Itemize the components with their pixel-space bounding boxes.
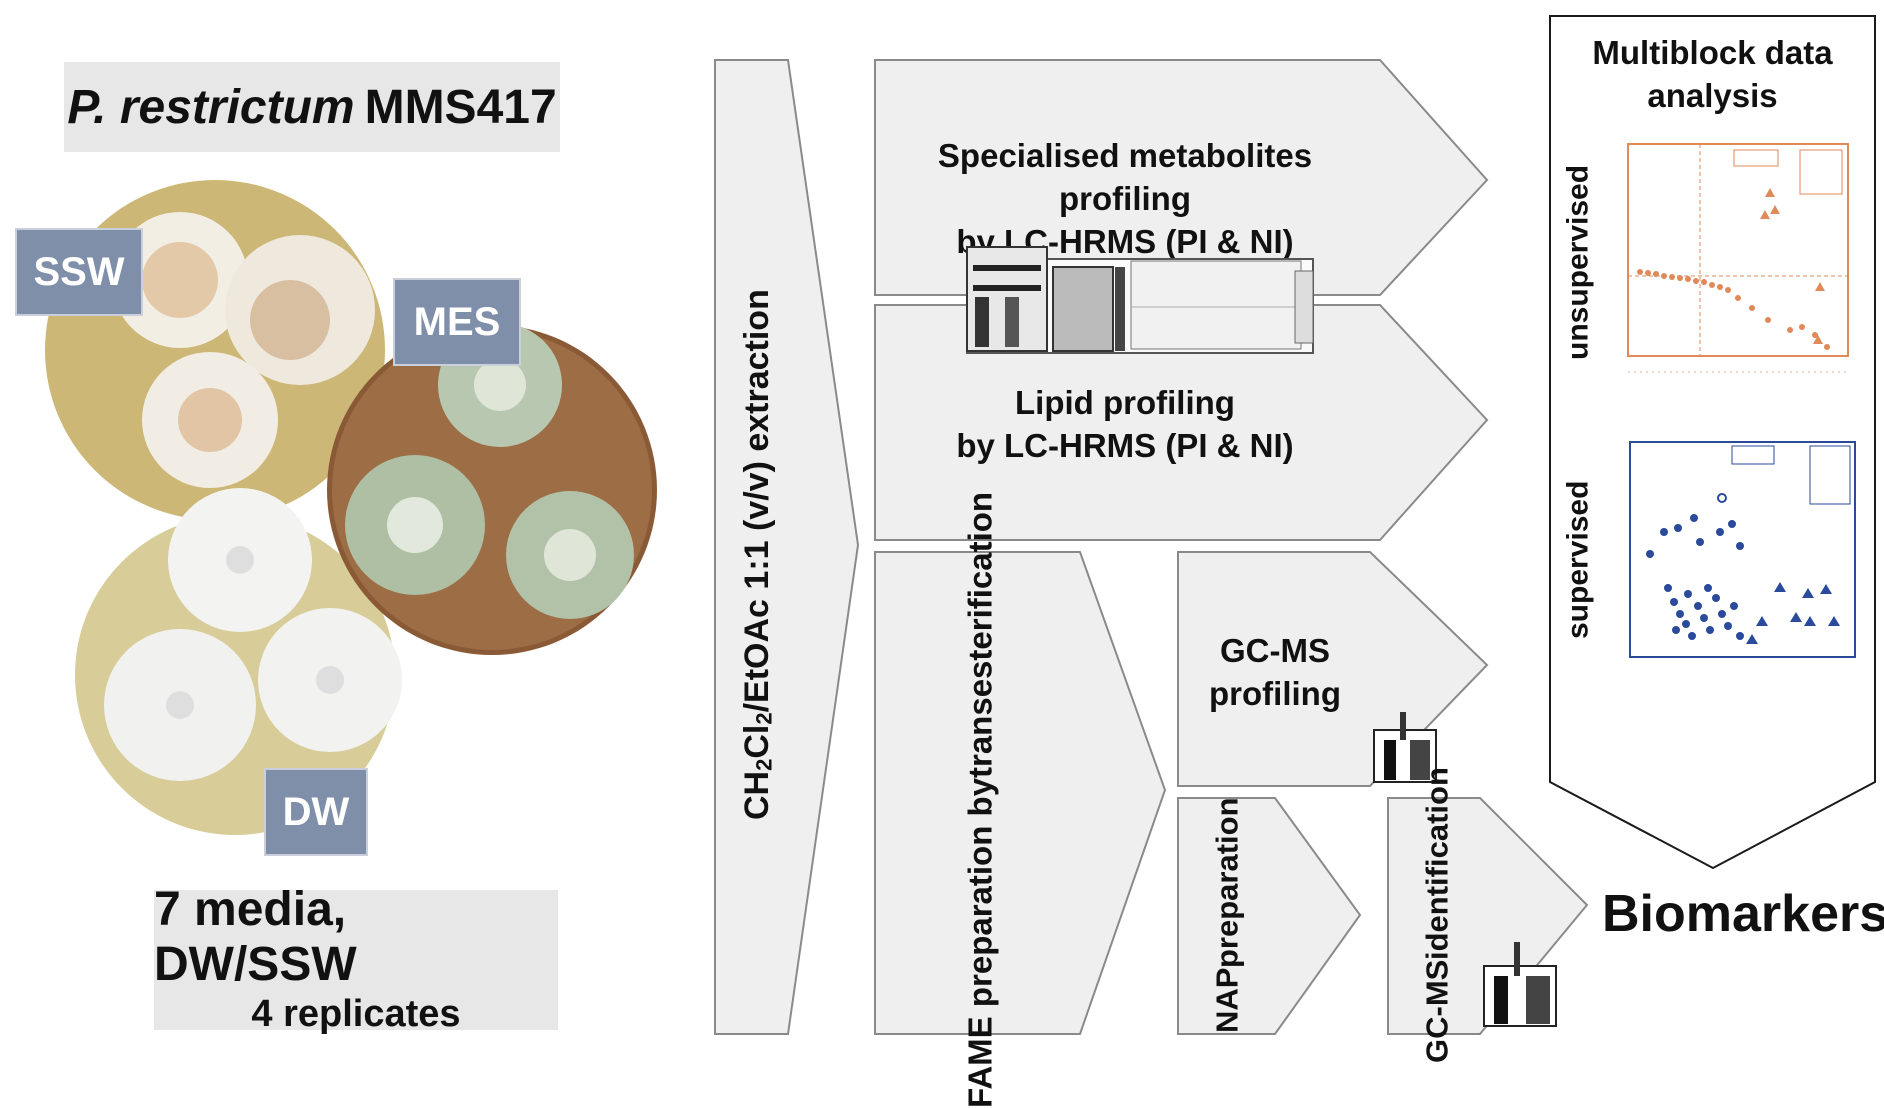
specialised-line1: Specialised metabolites profiling xyxy=(937,137,1313,217)
nap-arrow xyxy=(1177,797,1362,1035)
specialised-label: Specialised metabolites profiling by LC-… xyxy=(880,135,1370,264)
ssw-plate xyxy=(45,180,385,520)
label-dw: DW xyxy=(264,768,368,856)
lc-hrms-instrument xyxy=(966,246,1314,354)
fame-line2: transesterification xyxy=(961,491,999,779)
extraction-mid: Cl xyxy=(737,725,776,760)
extraction-arrow xyxy=(714,59,860,1035)
extraction-sub1: 2 xyxy=(751,759,777,772)
unsupervised-plot xyxy=(1627,143,1849,373)
nap-label: NAP preparation xyxy=(1185,797,1271,1033)
lipid-line2: by LC-HRMS (PI & NI) xyxy=(956,426,1294,464)
fame-arrow xyxy=(874,551,1167,1035)
analysis-title-line1: Multiblock data xyxy=(1592,34,1833,71)
extraction-suffix: /EtOAc 1:1 (v/v) extraction xyxy=(737,289,776,713)
biomarkers-label: Biomarkers xyxy=(1602,885,1884,943)
fame-label: FAME preparation by transesterification xyxy=(930,492,1030,1108)
culture-plates-image xyxy=(45,180,657,835)
strain-name: P. restrictum xyxy=(67,80,355,134)
label-mes: MES xyxy=(393,278,521,366)
gcms-profiling-label: GC-MS profiling xyxy=(1190,630,1360,716)
mes-plate xyxy=(327,323,657,655)
media-box: 7 media, DW/SSW 4 replicates xyxy=(154,883,558,1035)
supervised-plot xyxy=(1629,441,1856,658)
analysis-title-line2: analysis xyxy=(1647,76,1778,114)
gcms-id-line2: identification xyxy=(1419,766,1455,960)
gcms-profiling-arrow xyxy=(1177,551,1489,787)
strain-title-box: P. restrictum MMS417 xyxy=(64,62,560,152)
lipid-label: Lipid profiling by LC-HRMS (PI & NI) xyxy=(880,382,1370,468)
nap-line2: preparation xyxy=(1209,797,1245,968)
gcms-id-line1: GC-MS xyxy=(1419,959,1455,1064)
dw-plate xyxy=(75,488,402,835)
gcms-line2: profiling xyxy=(1209,674,1341,712)
strain-code: MMS417 xyxy=(364,80,557,134)
unsupervised-label: unsupervised xyxy=(1561,164,1595,361)
specialised-arrow xyxy=(874,59,1489,296)
supervised-label: supervised xyxy=(1561,480,1595,640)
gcms-line1: GC-MS xyxy=(1220,632,1330,669)
gcms-instrument-id xyxy=(1483,942,1557,1027)
lipid-line1: Lipid profiling xyxy=(1015,384,1235,421)
gcms-instrument-small xyxy=(1373,712,1437,783)
extraction-label: CH2Cl2/EtOAc 1:1 (v/v) extraction xyxy=(732,290,782,821)
media-line1: 7 media, DW/SSW xyxy=(154,883,357,992)
media-line2: 4 replicates xyxy=(251,993,461,1036)
label-ssw: SSW xyxy=(15,228,143,316)
extraction-prefix: CH xyxy=(737,771,776,821)
gcms-identification-label: GC-MS identification xyxy=(1395,767,1481,1063)
extraction-sub2: 2 xyxy=(751,712,777,726)
fame-line1: FAME preparation by xyxy=(961,778,999,1108)
analysis-title: Multiblock data analysis xyxy=(1580,32,1845,118)
nap-line1: NAP xyxy=(1209,967,1245,1033)
